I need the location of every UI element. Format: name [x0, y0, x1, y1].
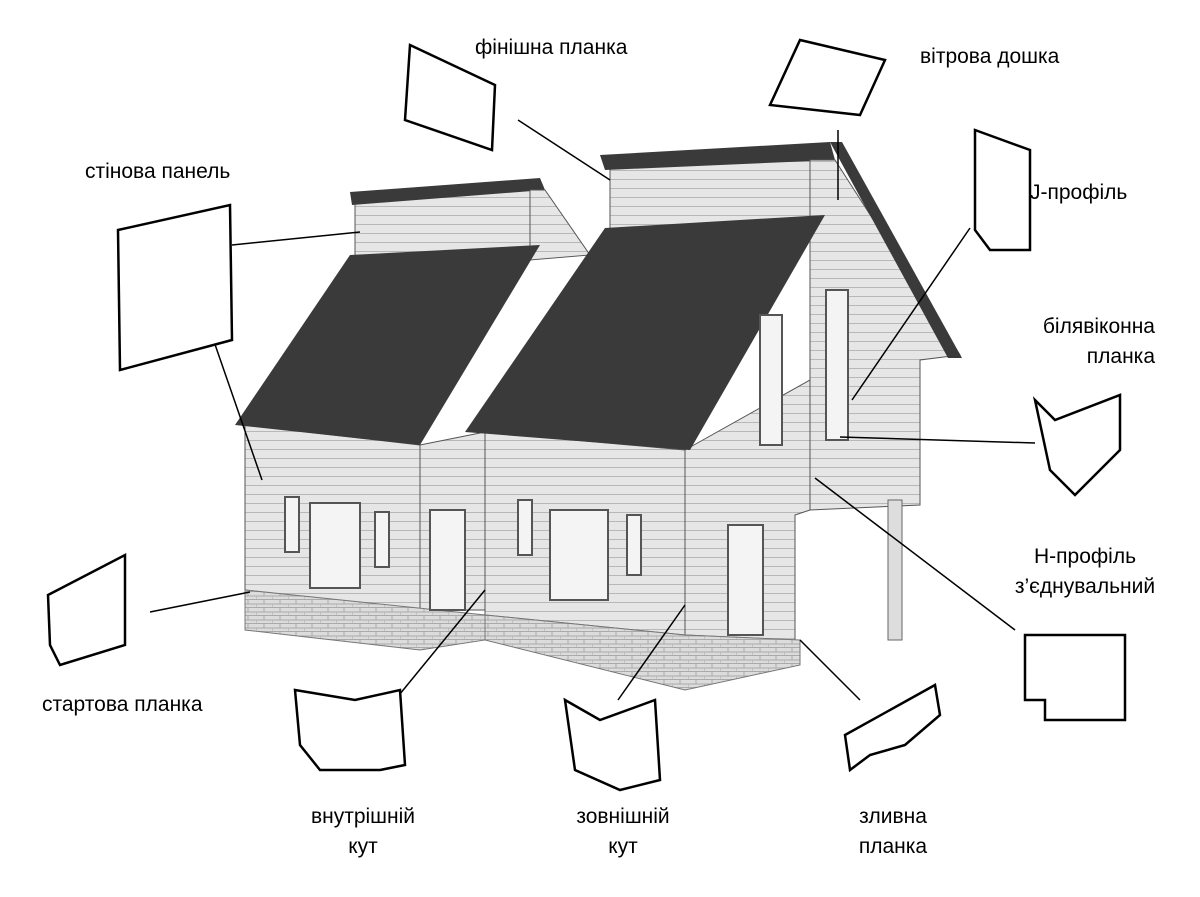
label-line: внутрішній	[310, 805, 416, 828]
label-line: Н-профіль	[1033, 545, 1137, 568]
label-line: кут	[348, 835, 378, 858]
j-profile-icon	[973, 128, 1032, 252]
label-wind-board: вітрова дошка	[920, 45, 1060, 68]
wall-panel-icon	[116, 203, 234, 372]
label-line: з’єднувальний	[1014, 575, 1156, 598]
windows	[284, 289, 849, 636]
h-profile-icon	[1023, 633, 1127, 722]
inner-corner-icon	[293, 688, 407, 772]
left-roof	[235, 245, 540, 445]
starter-strip-icon	[46, 552, 127, 667]
drain-strip-icon	[843, 683, 942, 773]
profile-icons	[46, 38, 1127, 792]
label-wall-panel: стінова панель	[85, 160, 231, 183]
wind-board-icon	[768, 38, 887, 117]
label-finish-strip: фінішна планка	[475, 36, 628, 59]
label-line: планка	[1086, 345, 1155, 368]
label-line: кут	[608, 835, 638, 858]
right-roof	[465, 215, 825, 450]
label-starter-strip: стартова планка	[42, 693, 203, 716]
label-line: зливна	[859, 805, 927, 828]
label-line: планка	[858, 835, 928, 858]
label-outer-corner: зовнішній кут	[543, 802, 703, 862]
outer-corner-icon	[563, 697, 662, 792]
label-line: зовнішній	[576, 805, 670, 828]
label-j-profile: J-профіль	[1030, 181, 1128, 204]
label-inner-corner: внутрішній кут	[283, 802, 443, 862]
finish-strip-icon	[403, 43, 497, 152]
upper-left-box	[350, 178, 591, 266]
label-line: білявіконна	[1042, 315, 1155, 338]
window-strip-icon	[1032, 393, 1122, 497]
label-window-strip: білявіконна планка	[990, 312, 1155, 372]
label-h-profile: Н-профіль з’єднувальний	[990, 542, 1180, 602]
leader-lines	[149, 119, 1036, 701]
label-drain-strip: зливна планка	[813, 802, 973, 862]
